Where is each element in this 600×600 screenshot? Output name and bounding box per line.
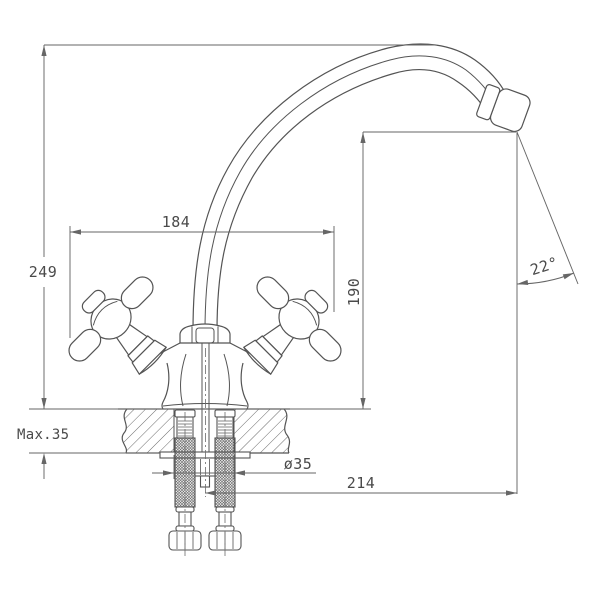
mounting-stud	[194, 457, 216, 488]
dimension-labels: 249 Max.35 184 190 22° 214 ø35	[17, 213, 561, 492]
countertop-hatch-right	[234, 409, 290, 453]
countertop-section	[118, 408, 291, 454]
handle-hub-facet	[92, 300, 118, 326]
bell-left-edge	[161, 362, 170, 410]
left-handle	[68, 276, 168, 376]
bell-contour-right	[223, 353, 230, 407]
dim-hole-diameter	[152, 455, 316, 479]
label-handle-span: 184	[162, 213, 191, 231]
handle-lobe-sw	[68, 328, 102, 362]
handle-lobe-se	[308, 328, 342, 362]
stud-tip	[199, 475, 211, 488]
handle-stem-end	[138, 346, 167, 375]
dim-handle-span	[69, 226, 335, 338]
spout-aerator	[476, 84, 531, 133]
spout-mid-edge	[204, 55, 497, 333]
dim-overall-height	[41, 45, 47, 409]
dim-max-thickness	[29, 408, 371, 479]
handle-lobe-nw	[256, 276, 290, 310]
dim-spout-height	[360, 131, 516, 409]
handle-hub-facet	[292, 300, 318, 326]
label-hole-diameter: ø35	[284, 455, 313, 473]
mounting-washer	[159, 451, 251, 459]
label-spout-height: 190	[345, 278, 363, 307]
supply-hose-left	[168, 409, 202, 551]
handle-stem-end	[243, 346, 272, 375]
base-ledge	[162, 403, 248, 407]
dimensions	[29, 44, 579, 496]
handle-cap	[304, 289, 329, 314]
dim-spout-reach	[205, 490, 517, 496]
bell-right-edge	[240, 362, 249, 410]
label-spout-angle: 22°	[528, 253, 561, 279]
countertop-break-left	[121, 408, 128, 454]
handle-cap	[81, 289, 106, 314]
faucet-body	[156, 323, 254, 452]
centerlines	[184, 348, 226, 556]
spout-inner-edge	[216, 69, 488, 333]
label-max-thickness: Max.35	[17, 427, 69, 443]
label-spout-reach: 214	[347, 474, 376, 492]
bell-contour-left	[180, 353, 187, 407]
countertop-hatch-left	[122, 409, 174, 453]
body-nut	[179, 323, 231, 344]
dim-spout-angle	[516, 131, 579, 494]
aerator-ring	[476, 84, 501, 121]
label-overall-height: 249	[29, 263, 58, 281]
countertop-break-right	[283, 408, 291, 454]
handle-lobe-ne	[120, 276, 154, 310]
mounting-hardware	[159, 409, 251, 551]
right-handle	[242, 276, 342, 376]
